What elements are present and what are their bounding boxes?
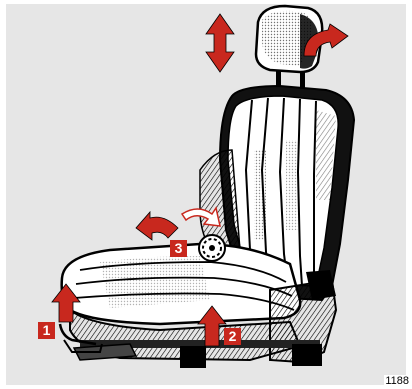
backrest-recline-arrow-icon bbox=[136, 212, 178, 240]
figure-reference-code: 1188 bbox=[384, 375, 410, 387]
headrest-height-arrow-icon bbox=[206, 14, 234, 72]
backrest-adjustment-knob bbox=[199, 235, 225, 261]
label-3-badge: 3 bbox=[170, 240, 187, 257]
label-2-badge: 2 bbox=[224, 328, 241, 345]
label-1-badge: 1 bbox=[38, 322, 55, 339]
